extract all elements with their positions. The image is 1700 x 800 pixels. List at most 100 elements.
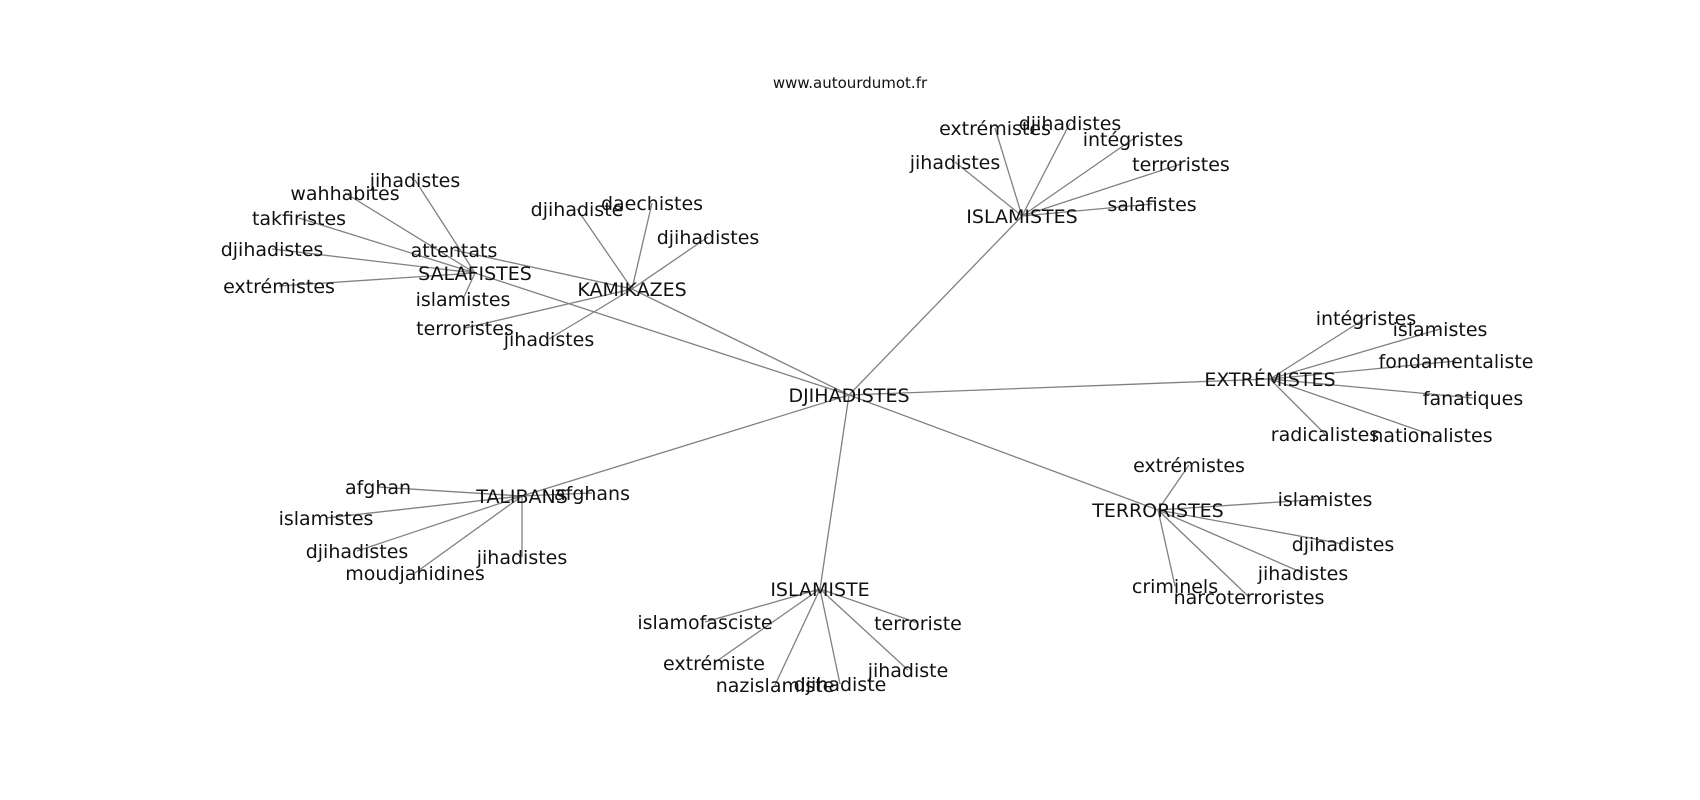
- edge-terroristes_hub-ter_narcoterroristes: [1157, 509, 1250, 598]
- edge-terroristes_hub-ter_criminels: [1157, 509, 1176, 587]
- node-label-ter-djihadistes[interactable]: djihadistes: [1292, 534, 1395, 556]
- edge-kamikazes-kam_jihadistes: [548, 288, 633, 340]
- edge-salafistes-sal_extremistes: [278, 272, 476, 287]
- node-label-tal-afghan[interactable]: afghan: [345, 477, 411, 499]
- labels-layer: DJIHADISTES ISLAMISTES KAMIKAZES SALAFISTES…: [221, 113, 1534, 697]
- edge-kamikazes-kam_djihadiste: [576, 208, 633, 290]
- edge-extremistes_hub-ext_fondamentaliste: [1269, 360, 1457, 380]
- edge-salafistes-sal_djihadistes: [271, 248, 476, 274]
- edge-salafistes-sal_jihadistes: [414, 179, 476, 274]
- edge-kamikazes-kam_attentats: [453, 249, 633, 290]
- node-label-ext-islamistes[interactable]: islamistes: [1393, 319, 1488, 341]
- edge-islamiste-ism_nazislamiste: [774, 588, 821, 686]
- node-label-isl-salafistes[interactable]: salafistes: [1107, 194, 1196, 216]
- node-label-ism-nazislamiste[interactable]: nazislamiste: [716, 675, 835, 697]
- edge-djihadistes-salafistes: [474, 272, 850, 396]
- edge-islamistes_hub-isl_djihadistes: [1021, 122, 1071, 217]
- node-label-isl-djihadistes[interactable]: djihadistes: [1019, 113, 1122, 135]
- node-label-ism-djihadiste[interactable]: djihadiste: [794, 674, 887, 696]
- node-label-kam-daechistes[interactable]: daechistes: [601, 193, 703, 215]
- edge-islamiste-ism_jihadiste: [819, 588, 909, 671]
- node-label-terroristes-hub[interactable]: TERRORISTES: [1091, 500, 1224, 522]
- edge-talibans-tal_afghan: [377, 486, 523, 497]
- node-label-tal-moudjahidines[interactable]: moudjahidines: [345, 563, 484, 585]
- node-label-kamikazes[interactable]: KAMIKAZES: [577, 279, 686, 301]
- edge-kamikazes-kam_djihadistes: [631, 236, 709, 290]
- edge-extremistes_hub-ext_integristes: [1269, 317, 1367, 380]
- edge-islamistes_hub-isl_terroristes: [1021, 163, 1182, 217]
- node-label-isl-integristes[interactable]: intégristes: [1083, 129, 1184, 151]
- node-label-ism-jihadiste[interactable]: jihadiste: [867, 660, 949, 682]
- edge-talibans-tal_afghans: [521, 492, 593, 497]
- edge-terroristes_hub-ter_islamistes: [1157, 498, 1326, 511]
- edge-talibans-tal_islamistes: [325, 495, 523, 519]
- node-label-talibans[interactable]: TALIBANS: [475, 486, 568, 508]
- node-label-kam-djihadiste[interactable]: djihadiste: [531, 199, 624, 221]
- edge-kamikazes-kam_terroristes: [464, 288, 633, 329]
- node-label-ext-radicalistes[interactable]: radicalistes: [1271, 424, 1379, 446]
- node-label-isl-extremistes[interactable]: extrémistes: [939, 118, 1051, 140]
- node-label-ism-islamofasciste[interactable]: islamofasciste: [637, 612, 772, 634]
- node-label-ter-islamistes[interactable]: islamistes: [1278, 489, 1373, 511]
- node-label-ext-fondamentaliste[interactable]: fondamentaliste: [1379, 351, 1534, 373]
- edge-djihadistes-extremistes_hub: [848, 378, 1271, 396]
- node-label-kam-attentats[interactable]: attentats: [411, 240, 498, 262]
- node-label-ter-extremistes[interactable]: extrémistes: [1133, 455, 1245, 477]
- node-label-kam-djihadistes[interactable]: djihadistes: [657, 227, 760, 249]
- node-label-sal-extremistes[interactable]: extrémistes: [223, 276, 335, 298]
- node-label-tal-jihadistes[interactable]: jihadistes: [476, 547, 568, 569]
- node-label-tal-islamistes[interactable]: islamistes: [279, 508, 374, 530]
- node-label-ter-criminels[interactable]: criminels: [1132, 576, 1218, 598]
- edge-talibans-tal_moudjahidines: [414, 495, 523, 574]
- edge-islamistes_hub-isl_salafistes: [1021, 203, 1153, 217]
- node-label-ter-jihadistes[interactable]: jihadistes: [1257, 563, 1349, 585]
- edge-terroristes_hub-ter_extremistes: [1157, 464, 1190, 511]
- node-label-kam-jihadistes[interactable]: jihadistes: [503, 329, 595, 351]
- edge-salafistes-sal_takfiristes: [298, 217, 476, 274]
- node-label-ext-integristes[interactable]: intégristes: [1316, 308, 1417, 330]
- node-label-ext-fanatiques[interactable]: fanatiques: [1423, 388, 1523, 410]
- edge-djihadistes-terroristes_hub: [848, 394, 1159, 511]
- node-label-ext-nationalistes[interactable]: nationalistes: [1371, 425, 1492, 447]
- edge-extremistes_hub-ext_islamistes: [1269, 328, 1441, 380]
- edge-terroristes_hub-ter_djihadistes: [1157, 509, 1344, 545]
- node-label-sal-wahhabites[interactable]: wahhabites: [290, 183, 399, 205]
- node-label-sal-jihadistes[interactable]: jihadistes: [369, 170, 461, 192]
- node-label-ism-terroriste[interactable]: terroriste: [874, 613, 962, 635]
- node-label-sal-djihadistes[interactable]: djihadistes: [221, 239, 324, 261]
- node-label-salafistes[interactable]: SALAFISTES: [418, 263, 532, 285]
- node-label-kam-terroristes[interactable]: terroristes: [416, 318, 514, 340]
- node-label-isl-terroristes[interactable]: terroristes: [1132, 154, 1230, 176]
- node-label-tal-djihadistes[interactable]: djihadistes: [306, 541, 409, 563]
- node-label-sal-islamistes[interactable]: islamistes: [416, 289, 511, 311]
- edge-salafistes-sal_islamistes: [462, 272, 476, 300]
- edge-islamiste-ism_extremiste: [713, 588, 821, 664]
- edge-kamikazes-kam_daechistes: [631, 202, 653, 290]
- edge-talibans-tal_djihadistes: [356, 495, 523, 552]
- edge-extremistes_hub-ext_radicalistes: [1269, 378, 1326, 435]
- node-label-sal-takfiristes[interactable]: takfiristes: [252, 208, 346, 230]
- edge-islamiste-ism_islamofasciste: [704, 588, 821, 623]
- edges-layer: [271, 122, 1474, 686]
- edge-islamistes_hub-isl_extremistes: [994, 127, 1023, 217]
- node-label-extremistes-hub[interactable]: EXTRÉMISTES: [1204, 368, 1335, 391]
- edge-extremistes_hub-ext_nationalistes: [1269, 378, 1433, 436]
- node-label-tal-afghans[interactable]: afghans: [554, 483, 630, 505]
- node-label-isl-jihadistes[interactable]: jihadistes: [909, 152, 1001, 174]
- node-label-islamistes-hub[interactable]: ISLAMISTES: [966, 206, 1077, 228]
- edge-islamiste-ism_djihadiste: [819, 588, 841, 685]
- edge-salafistes-sal_wahhabites: [344, 192, 476, 274]
- edge-islamistes_hub-isl_integristes: [1021, 138, 1134, 217]
- node-label-djihadistes[interactable]: DJIHADISTES: [788, 385, 909, 407]
- edge-islamiste-ism_terroriste: [819, 588, 919, 624]
- edge-extremistes_hub-ext_fanatiques: [1269, 378, 1474, 399]
- edge-islamistes_hub-isl_jihadistes: [954, 161, 1023, 217]
- edge-terroristes_hub-ter_jihadistes: [1157, 509, 1304, 574]
- node-label-islamiste[interactable]: ISLAMISTE: [770, 579, 869, 601]
- edge-djihadistes-islamistes_hub: [848, 215, 1023, 396]
- node-label-ter-narcoterroristes[interactable]: narcoterroristes: [1174, 587, 1325, 609]
- edge-djihadistes-talibans: [521, 394, 850, 497]
- node-label-ism-extremiste[interactable]: extrémiste: [663, 653, 765, 675]
- site-url: www.autourdumot.fr: [773, 74, 928, 92]
